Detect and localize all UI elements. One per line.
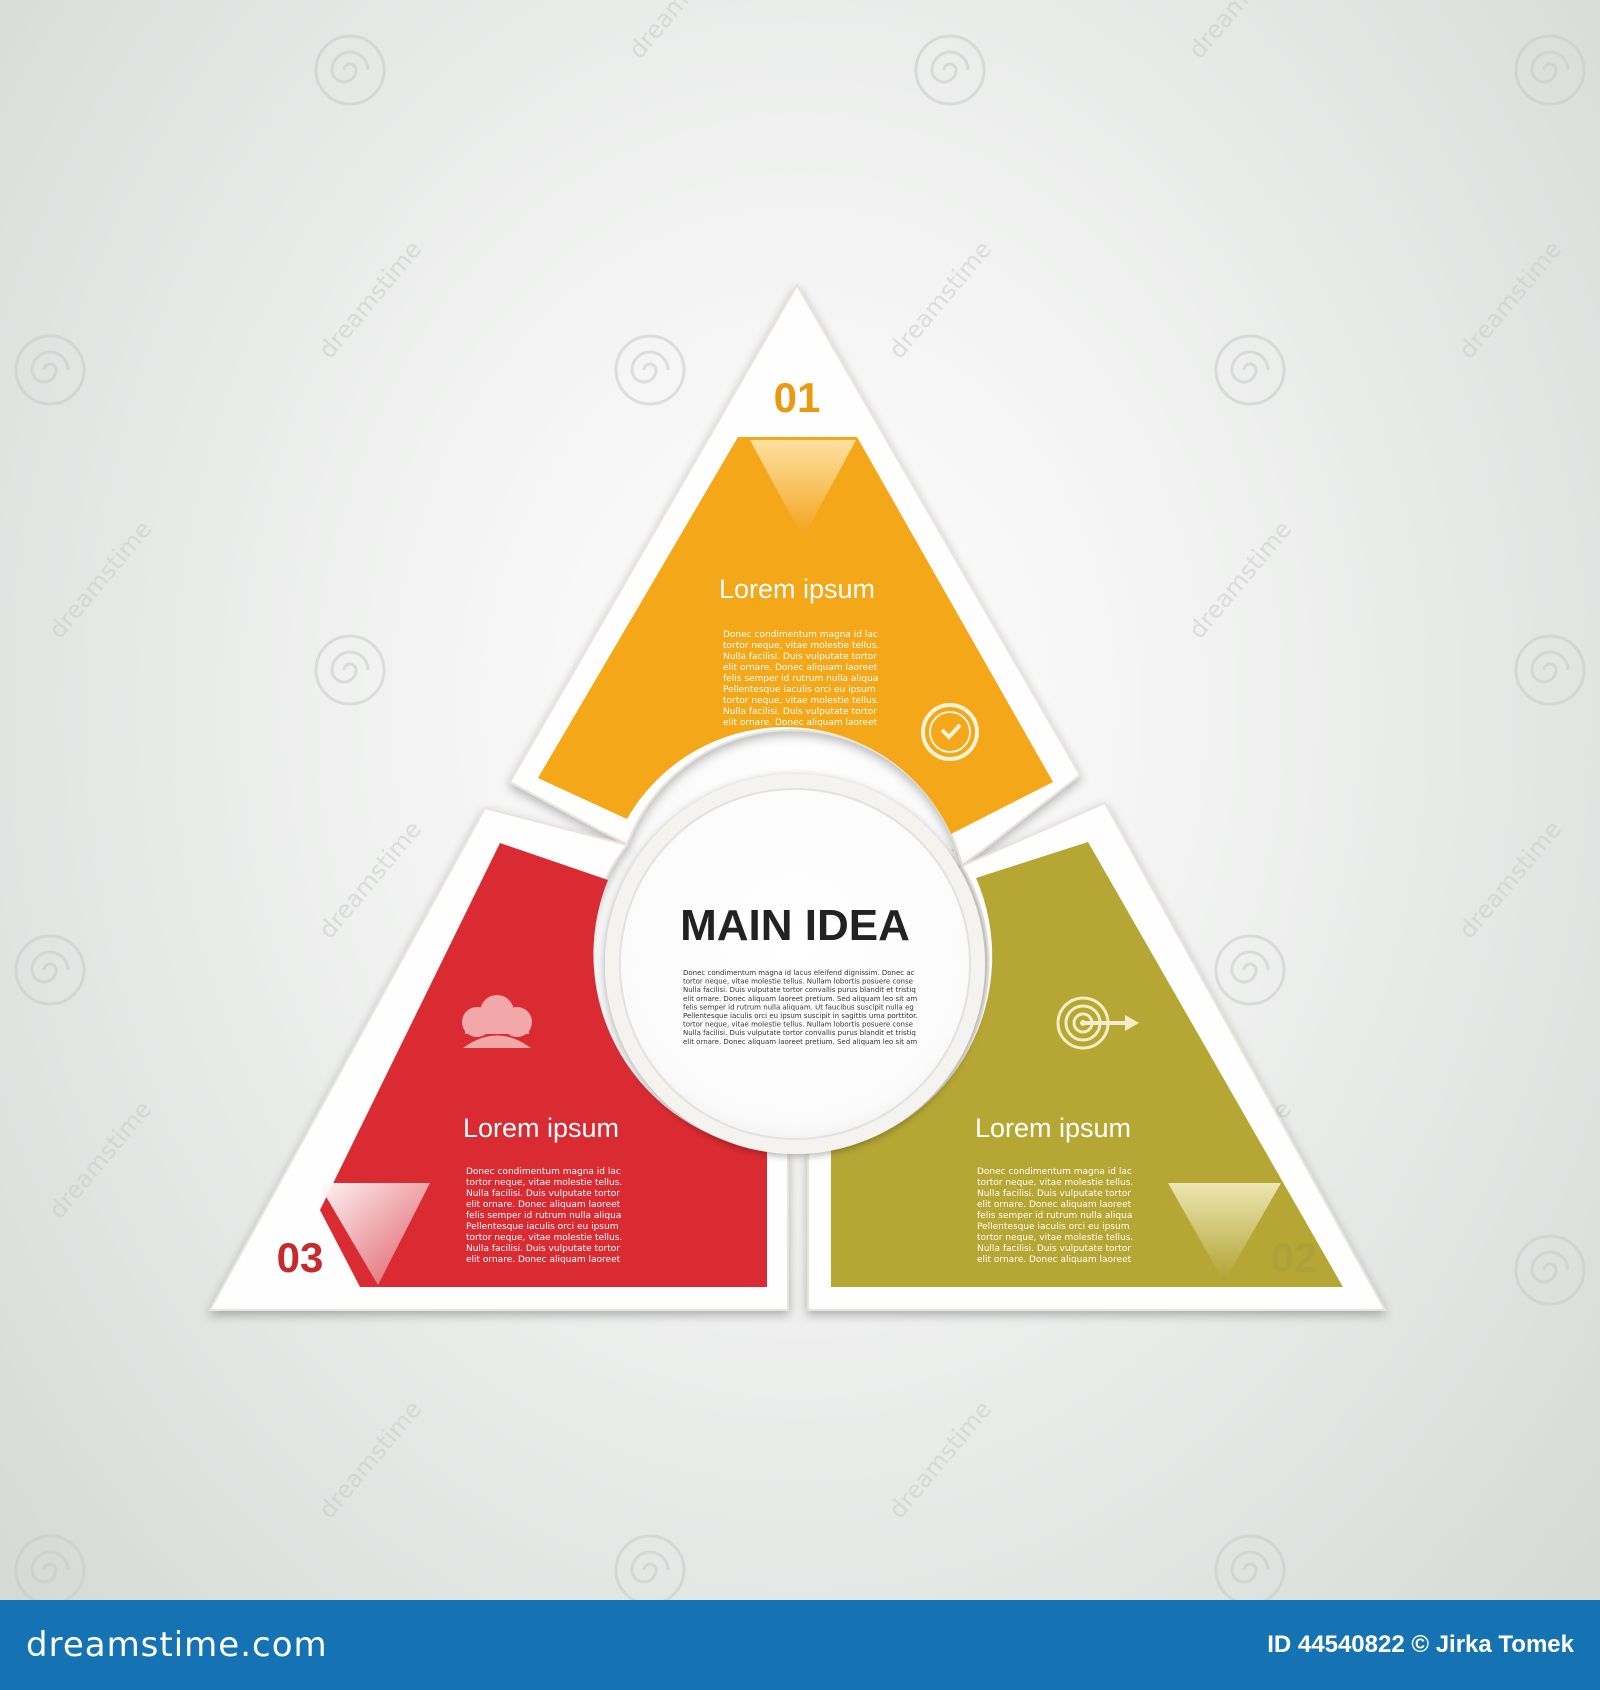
section-02-body-line: tortor neque, vitae molestie tellus.	[977, 1233, 1133, 1243]
section-03-body-line: Pellentesque iaculis orci eu ipsum	[466, 1222, 618, 1232]
section-03-body-line: Donec condimentum magna id lac	[466, 1167, 621, 1177]
section-02-body-line: Nulla facilisi. Duis vulputate tortor	[977, 1244, 1131, 1254]
spiral-logo-icon	[1514, 634, 1586, 706]
watermark-text: dreamstime	[883, 235, 997, 363]
spiral-logo-icon	[14, 934, 86, 1006]
section-01-body-line: Pellentesque iaculis orci eu ipsum	[723, 685, 875, 695]
main-idea-title: MAIN IDEA	[680, 901, 910, 950]
section-02-body-line: elit ornare. Donec aliquam laoreet	[977, 1255, 1132, 1265]
section-03-body-line: elit ornare. Donec aliquam laoreet	[466, 1255, 621, 1265]
spiral-logo-icon	[1514, 1234, 1586, 1306]
section-01-number: 01	[774, 374, 821, 421]
spiral-logo-icon	[14, 1534, 86, 1600]
footer-bar: dreamstime.com ID 44540822 © Jirka Tomek	[0, 1600, 1600, 1690]
section-03: 03 Lorem ipsum Donec condimentum magna i…	[208, 806, 789, 1311]
section-01-title: Lorem ipsum	[719, 574, 875, 604]
section-03-body-line: tortor neque, vitae molestie tellus.	[466, 1233, 622, 1243]
section-03-body-line: Nulla facilisi. Duis vulputate tortor	[466, 1244, 620, 1254]
spiral-logo-icon	[614, 1534, 686, 1600]
main-idea-body: Donec condimentum magna id lacus eleifen…	[683, 969, 918, 1046]
spiral-logo-icon	[314, 34, 386, 106]
main-idea-body-line: Nulla facilisi. Duis vulputate tortor co…	[683, 986, 916, 994]
section-02-fill	[831, 842, 1343, 1287]
watermark-text: dreamstime	[313, 235, 427, 363]
section-01-body-line: Nulla facilisi. Duis vulputate tortor	[723, 652, 877, 662]
main-idea-body-line: Nulla facilisi. Duis vulputate tortor co…	[683, 1029, 916, 1037]
section-03-body-line: tortor neque, vitae molestie tellus.	[466, 1178, 622, 1188]
watermark-text: dreamstime	[1453, 815, 1567, 943]
section-03-body-line: felis semper id rutrum nulla aliqua	[466, 1211, 621, 1221]
section-02-body-line: Pellentesque iaculis orci eu ipsum	[977, 1222, 1129, 1232]
watermark-text: dreamstime	[43, 1095, 157, 1223]
spiral-logo-icon	[1514, 34, 1586, 106]
spiral-logo-icon	[1214, 334, 1286, 406]
section-01-body-line: felis semper id rutrum nulla aliqua	[723, 674, 878, 684]
spiral-logo-icon	[314, 634, 386, 706]
section-02-body-line: felis semper id rutrum nulla aliqua	[977, 1211, 1132, 1221]
main-idea-circle: MAIN IDEA Donec condimentum magna id lac…	[605, 774, 985, 1154]
section-02-body-line: Donec condimentum magna id lac	[977, 1167, 1132, 1177]
main-idea-body-line: elit ornare. Donec aliquam laoreet preti…	[683, 1038, 917, 1046]
watermark-text: dreamstime	[883, 1395, 997, 1523]
section-02-body-line: tortor neque, vitae molestie tellus.	[977, 1178, 1133, 1188]
section-03-fill	[320, 843, 767, 1287]
footer-credit: ID 44540822 © Jirka Tomek	[1267, 1631, 1574, 1658]
watermark-text: dreamstime	[313, 815, 427, 943]
section-01-tab	[750, 440, 856, 538]
main-idea-body-line: elit ornare. Donec aliquam laoreet preti…	[683, 995, 917, 1003]
spiral-logo-icon	[614, 334, 686, 406]
section-01-body-line: elit ornare. Donec aliquam laoreet	[723, 663, 878, 673]
section-03-tab	[318, 1183, 430, 1285]
section-01-body-line: tortor neque, vitae molestie tellus.	[723, 696, 879, 706]
main-idea-body-line: Donec condimentum magna id lacus eleifen…	[683, 969, 915, 977]
spiral-logo-icon	[914, 34, 986, 106]
spiral-logo-icon	[14, 334, 86, 406]
section-02-title: Lorem ipsum	[975, 1113, 1131, 1143]
target-icon	[1056, 996, 1139, 1050]
spiral-logo-icon	[1214, 934, 1286, 1006]
watermark-text: dreamstime	[313, 1395, 427, 1523]
watermark-text: dreamstime	[1183, 515, 1297, 643]
section-01-body-line: Nulla facilisi. Duis vulputate tortor	[723, 707, 877, 717]
section-01-body-line: Donec condimentum magna id lac	[723, 630, 878, 640]
triangle-diagram: dreamstime dreamstime dreamstime dreamstime…	[14, 0, 1586, 1600]
spiral-logo-icon	[1214, 1534, 1286, 1600]
section-02-number: 02	[1271, 1234, 1318, 1281]
section-02-body-line: elit ornare. Donec aliquam laoreet	[977, 1200, 1132, 1210]
section-01-body-line: tortor neque, vitae molestie tellus.	[723, 641, 879, 651]
main-idea-body-line: felis semper id rutrum nulla aliquam. Ut…	[683, 1003, 914, 1011]
watermark-text: dreamstime	[43, 515, 157, 643]
main-idea-body-line: tortor neque, vitae molestie tellus. Nul…	[683, 978, 913, 986]
section-03-body-line: Nulla facilisi. Duis vulputate tortor	[466, 1189, 620, 1199]
main-idea-body-line: tortor neque, vitae molestie tellus. Nul…	[683, 1021, 913, 1029]
section-03-title: Lorem ipsum	[463, 1113, 619, 1143]
footer-logo[interactable]: dreamstime.com	[26, 1625, 328, 1665]
cloud-icon	[462, 995, 532, 1048]
section-03-number: 03	[277, 1234, 324, 1281]
main-idea-body-line: Pellentesque iaculis orci eu ipsum susci…	[683, 1012, 918, 1020]
clock-icon	[921, 703, 979, 761]
section-02: 02 Lorem ipsum Donec condimentum magna i…	[807, 801, 1387, 1311]
watermark-text: dreamstime	[1183, 0, 1297, 64]
section-01-body-line: elit ornare. Donec aliquam laoreet	[723, 718, 878, 728]
watermark-text: dreamstime	[623, 0, 737, 64]
section-01: 01 Lorem ipsum Donec condimentum magna i…	[508, 283, 1082, 868]
section-02-body-line: Nulla facilisi. Duis vulputate tortor	[977, 1189, 1131, 1199]
watermark-text: dreamstime	[1453, 235, 1567, 363]
section-03-body-line: elit ornare. Donec aliquam laoreet	[466, 1200, 621, 1210]
section-02-tab	[1168, 1183, 1281, 1282]
